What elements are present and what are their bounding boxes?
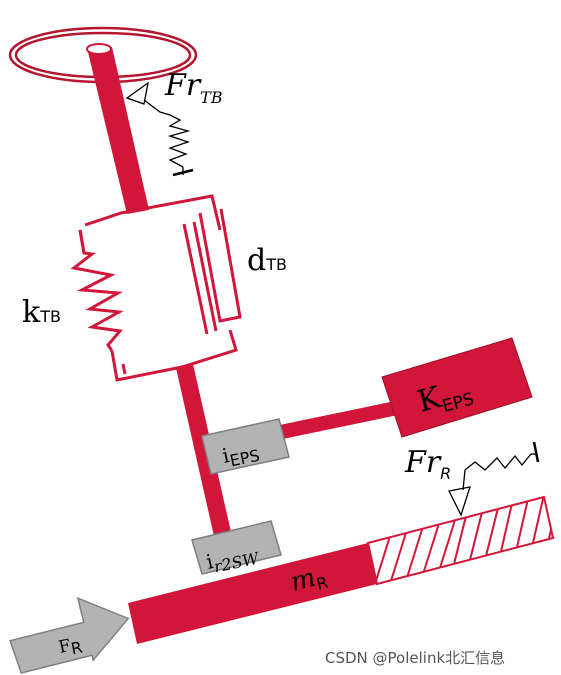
torsion-spring-ktb	[70, 229, 124, 352]
i-r2sw-label: i	[204, 549, 215, 574]
friction-spring-r	[448, 441, 540, 517]
k-tb-subscript: TB	[39, 307, 61, 326]
rack-gear-ratio-box: ir2SW	[191, 520, 282, 576]
steering-column-upper	[86, 43, 149, 214]
svg-text:FR: FR	[57, 634, 84, 661]
damper-dtb	[182, 208, 242, 335]
k-tb-label: k	[22, 295, 41, 330]
eps-motor-block: KEPS	[381, 337, 533, 438]
fr-r-label: Fr	[404, 445, 442, 480]
d-tb-subscript: TB	[265, 255, 287, 274]
rack-force-arrow: FR	[9, 596, 130, 674]
m-r-subscript: R	[315, 573, 330, 594]
svg-text:FrTB: FrTB	[164, 68, 223, 107]
i-eps-label: i	[220, 443, 231, 468]
fr-tb-label: Fr	[164, 68, 202, 103]
fr-r-subscript: R	[440, 464, 451, 483]
eps-shaft	[270, 401, 398, 441]
f-r-label: F	[57, 636, 73, 658]
watermark-text: CSDN @Polelink北汇信息	[325, 649, 505, 667]
svg-text:kTB: kTB	[22, 295, 61, 330]
d-tb-label: d	[247, 243, 266, 278]
steering-column-lower	[176, 364, 233, 545]
svg-text:FrR: FrR	[404, 445, 451, 483]
friction-spring-tb	[125, 81, 194, 177]
fr-tb-subscript: TB	[200, 88, 223, 107]
f-r-subscript: R	[69, 637, 84, 658]
svg-text:dTB: dTB	[247, 243, 287, 278]
rack-mass: mR	[128, 543, 377, 644]
eps-gear-ratio-box: iEPS	[201, 418, 290, 475]
